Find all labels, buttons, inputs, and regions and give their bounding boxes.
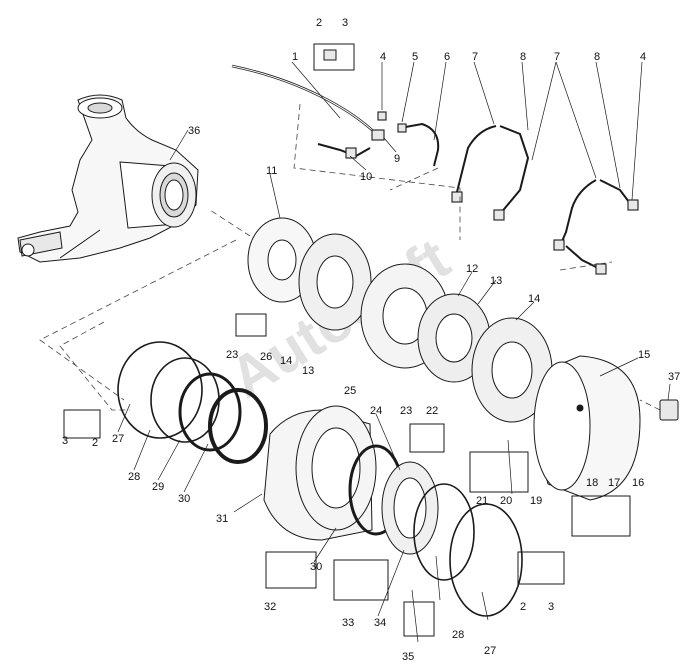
callout-33: 33 bbox=[342, 617, 354, 629]
callout-7: 7 bbox=[554, 51, 560, 63]
callout-30: 30 bbox=[178, 493, 190, 505]
callout-13: 13 bbox=[490, 275, 502, 287]
callout-14: 14 bbox=[280, 355, 292, 367]
fasteners bbox=[63, 43, 631, 637]
callout-5: 5 bbox=[412, 51, 418, 63]
callout-34: 34 bbox=[374, 617, 386, 629]
callout-3: 3 bbox=[342, 17, 348, 29]
callout-17: 17 bbox=[608, 477, 620, 489]
callout-8: 8 bbox=[594, 51, 600, 63]
callout-2: 2 bbox=[92, 437, 98, 449]
callout-25: 25 bbox=[344, 385, 356, 397]
callout-18: 18 bbox=[586, 477, 598, 489]
steering-knuckle-36 bbox=[17, 94, 199, 263]
callout-27: 27 bbox=[484, 645, 496, 657]
brake-plate-13 bbox=[298, 233, 372, 331]
callout-7: 7 bbox=[472, 51, 478, 63]
callout-32: 32 bbox=[264, 601, 276, 613]
callout-1: 1 bbox=[292, 51, 298, 63]
callout-3: 3 bbox=[62, 435, 68, 447]
callout-2: 2 bbox=[520, 601, 526, 613]
callout-28: 28 bbox=[452, 629, 464, 641]
callout-14: 14 bbox=[528, 293, 540, 305]
callout-27: 27 bbox=[112, 433, 124, 445]
callout-3: 3 bbox=[548, 601, 554, 613]
seal-rings-right bbox=[413, 483, 523, 617]
callout-9: 9 bbox=[394, 153, 400, 165]
brake-housing-14 bbox=[471, 317, 553, 423]
callout-23: 23 bbox=[400, 405, 412, 417]
callout-28: 28 bbox=[128, 471, 140, 483]
callout-26: 26 bbox=[260, 351, 272, 363]
callout-21: 21 bbox=[476, 495, 488, 507]
callout-10: 10 bbox=[360, 171, 372, 183]
callout-15: 15 bbox=[638, 349, 650, 361]
callout-22: 22 bbox=[426, 405, 438, 417]
callout-23: 23 bbox=[226, 349, 238, 361]
callout-29: 29 bbox=[152, 481, 164, 493]
callout-8: 8 bbox=[520, 51, 526, 63]
wheel-hub-31 bbox=[263, 405, 377, 541]
callout-24: 24 bbox=[370, 405, 382, 417]
callout-35: 35 bbox=[402, 651, 414, 663]
callout-4: 4 bbox=[380, 51, 386, 63]
callout-4: 4 bbox=[640, 51, 646, 63]
hydraulic-lines bbox=[231, 64, 639, 275]
callout-20: 20 bbox=[500, 495, 512, 507]
seal-rings-left bbox=[117, 341, 268, 464]
callout-13: 13 bbox=[302, 365, 314, 377]
callout-12: 12 bbox=[466, 263, 478, 275]
plug-37 bbox=[659, 399, 679, 421]
leader-lines bbox=[117, 61, 671, 643]
callout-31: 31 bbox=[216, 513, 228, 525]
callout-6: 6 bbox=[444, 51, 450, 63]
cover-15 bbox=[533, 355, 641, 501]
callout-36: 36 bbox=[188, 125, 200, 137]
brake-plate-12 bbox=[417, 293, 491, 383]
ring-gear-24 bbox=[381, 461, 439, 555]
callout-19: 19 bbox=[530, 495, 542, 507]
callout-11: 11 bbox=[266, 165, 277, 177]
callout-37: 37 bbox=[668, 371, 680, 383]
callout-16: 16 bbox=[632, 477, 644, 489]
callout-30: 30 bbox=[310, 561, 322, 573]
callout-2: 2 bbox=[316, 17, 322, 29]
callout-labels: 1 2 3 4 5 6 7 8 7 8 4 9 10 36 11 12 13 1… bbox=[62, 17, 680, 663]
